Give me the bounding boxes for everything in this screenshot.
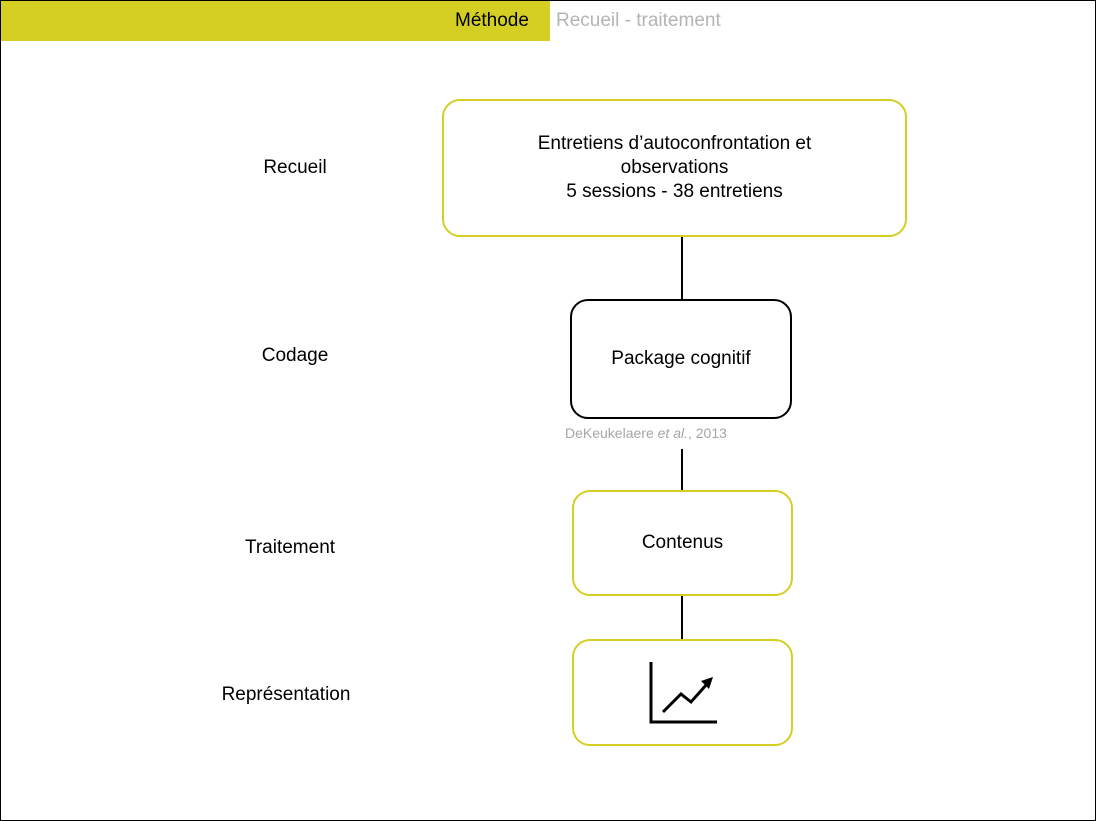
box-collection-line1: Entretiens d’autoconfrontation et [537, 133, 812, 154]
citation-etal: et al. [657, 425, 688, 441]
row-label-codage: Codage [261, 345, 329, 366]
header-subtitle: Recueil - traitement [556, 10, 721, 31]
box-coding-label: Package cognitif [611, 348, 751, 369]
header-title: Méthode [455, 10, 532, 32]
box-collection-line3: 5 sessions - 38 entretiens [566, 181, 783, 202]
box-processing: Contenus [572, 490, 793, 596]
citation: DeKeukelaere et al., 2013 [565, 425, 727, 441]
connector-1 [681, 236, 683, 299]
header-box [550, 1, 1095, 41]
box-collection: Entretiens d’autoconfrontation et observ… [442, 99, 907, 237]
connector-3 [681, 595, 683, 639]
line-chart-trend-icon [649, 661, 717, 723]
connector-2 [681, 449, 683, 491]
row-label-traitement: Traitement [244, 537, 336, 558]
box-coding: Package cognitif [570, 299, 792, 419]
box-collection-line2: observations [620, 157, 729, 178]
row-label-representation: Représentation [221, 684, 351, 705]
row-label-recueil: Recueil [263, 157, 327, 178]
box-processing-label: Contenus [641, 532, 724, 553]
citation-author: DeKeukelaere [565, 425, 654, 441]
citation-year: , 2013 [687, 425, 727, 441]
box-representation [572, 639, 793, 746]
